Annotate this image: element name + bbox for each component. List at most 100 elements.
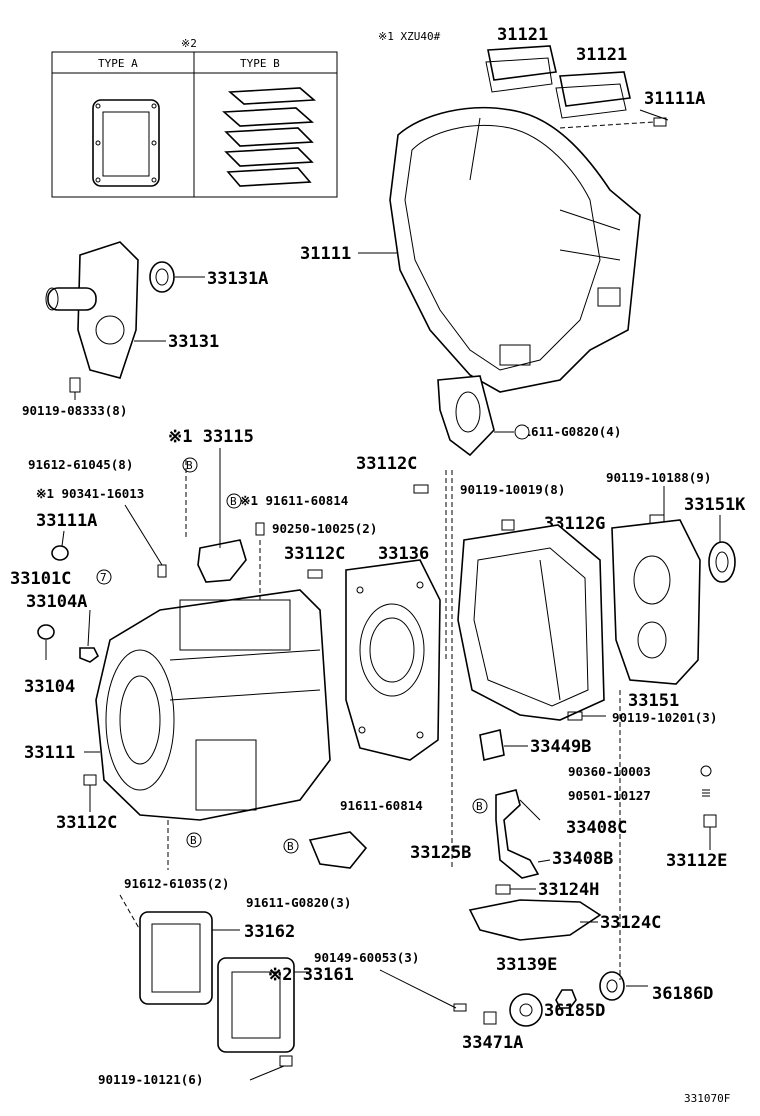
label-33408c: 33408C [566, 818, 627, 838]
label-33112c-b: 33112C [284, 544, 345, 564]
label-33151k: 33151K [684, 495, 746, 515]
front-cover-33131 [45, 241, 139, 379]
label-33101c: 33101C [10, 569, 71, 589]
bell-housing-31111 [389, 106, 641, 457]
gear-36185d [555, 989, 577, 1009]
label-90149-60053: 90149-60053(3) [314, 950, 419, 965]
ball-90360 [700, 765, 712, 777]
guard-33124c [468, 899, 602, 941]
oil-seal-33151k [708, 541, 736, 583]
gasket-33162 [139, 911, 213, 1005]
bolt-33112g [501, 519, 515, 531]
label-90341-16013: ※1 90341-16013 [36, 486, 144, 501]
label-33125b: 33125B [410, 843, 471, 863]
label-91612-61035: 91612-61035(2) [124, 876, 229, 891]
label-90119-10121: 90119-10121(6) [98, 1072, 203, 1087]
nut-33104a [79, 647, 100, 663]
marker-b-2 [514, 424, 530, 440]
oil-seal-33131a [149, 261, 175, 293]
marker-b-4 [472, 798, 488, 814]
cover-31121-left [485, 45, 557, 93]
diagram-code: 331070F [684, 1092, 730, 1105]
label-90360-10003: 90360-10003 [568, 764, 651, 779]
svg-text:B: B [287, 840, 294, 853]
label-90119-08333: 90119-08333(8) [22, 403, 127, 418]
input-shaft [47, 287, 97, 311]
bushing-33471a [483, 1011, 497, 1025]
inset-note-mark: ※2 [181, 37, 197, 50]
svg-text:B: B [186, 459, 193, 472]
label-90119-10019: 90119-10019(8) [460, 482, 565, 497]
type-a-gasket [92, 99, 160, 187]
harness-33125b [495, 789, 540, 879]
label-33115: ※1 33115 [168, 427, 254, 447]
label-33124c: 33124C [600, 913, 661, 933]
label-33449b: 33449B [530, 737, 591, 757]
label-31121-right: 31121 [576, 45, 627, 65]
label-31121-left: 31121 [497, 25, 548, 45]
label-91611-60814-a: ※1 91611-60814 [240, 493, 348, 508]
label-36186d: 36186D [652, 984, 713, 1004]
type-a-label: TYPE A [98, 57, 138, 70]
label-90119-10188: 90119-10188(9) [606, 470, 711, 485]
label-91612-61045: 91612-61045(8) [28, 457, 133, 472]
svg-text:7: 7 [100, 571, 107, 584]
type-inset-box: ※2 TYPE A TYPE B [51, 37, 338, 198]
label-33112e: 33112E [666, 851, 727, 871]
cover-33161 [217, 957, 295, 1053]
label-90501-10127: 90501-10127 [568, 788, 651, 803]
gear-33471a [509, 993, 543, 1027]
pin-33112c-a [413, 484, 429, 494]
label-33104a: 33104A [26, 592, 87, 612]
label-33408b: 33408B [552, 849, 613, 869]
type-b-plates [221, 87, 317, 187]
svg-text:B: B [476, 800, 483, 813]
label-33471a: 33471A [462, 1033, 523, 1053]
plug-33111a [51, 545, 69, 561]
label-36185d: 36185D [544, 1001, 605, 1021]
cover-31121-right [555, 71, 631, 119]
transmission-case-33111 [95, 589, 331, 821]
label-33131: 33131 [168, 332, 219, 352]
label-33161: ※2 33161 [268, 965, 354, 985]
svg-text:B: B [190, 834, 197, 847]
pin-90250 [255, 522, 265, 536]
pin-33112c-c [83, 774, 97, 786]
label-33111-lower: 33111 [24, 743, 75, 763]
label-31111a-top: 31111A [644, 89, 705, 109]
label-33111a-left: 33111A [36, 511, 97, 531]
plug-33104 [37, 624, 55, 640]
svg-text:B: B [230, 495, 237, 508]
plate-33136 [345, 559, 441, 761]
bolt-90119-08333 [69, 377, 81, 393]
plug-33112e [703, 814, 717, 828]
extension-housing-33112g [457, 524, 605, 721]
label-33136: 33136 [378, 544, 429, 564]
pin-33112c-b [307, 569, 323, 579]
bolt-90119-10121 [279, 1055, 293, 1067]
spring-90501 [702, 789, 710, 797]
label-91611-g0820-4: 91611-G0820(4) [516, 424, 621, 439]
label-33162: 33162 [244, 922, 295, 942]
label-31111: 31111 [300, 244, 351, 264]
bracket-33115 [197, 539, 247, 583]
bracket-b [308, 831, 368, 869]
bolt-90149 [453, 1003, 467, 1012]
label-91611-g0820-3: 91611-G0820(3) [246, 895, 351, 910]
label-90250-10025: 90250-10025(2) [272, 521, 377, 536]
sleeve-36186d [599, 971, 625, 1001]
label-33151: 33151 [628, 691, 679, 711]
marker-b-3 [226, 493, 242, 509]
marker-7 [96, 569, 112, 585]
type-b-label: TYPE B [240, 57, 280, 70]
label-33112c-c: 33112C [56, 813, 117, 833]
rear-cover-33151 [611, 519, 701, 685]
label-33112c-a: 33112C [356, 454, 417, 474]
bolt-90341 [157, 564, 167, 578]
bolt-33124h [495, 884, 511, 895]
label-91611-60814-b: 91611-60814 [340, 798, 423, 813]
bolt-31111a-top [653, 117, 667, 127]
clip-33449b [479, 729, 505, 761]
